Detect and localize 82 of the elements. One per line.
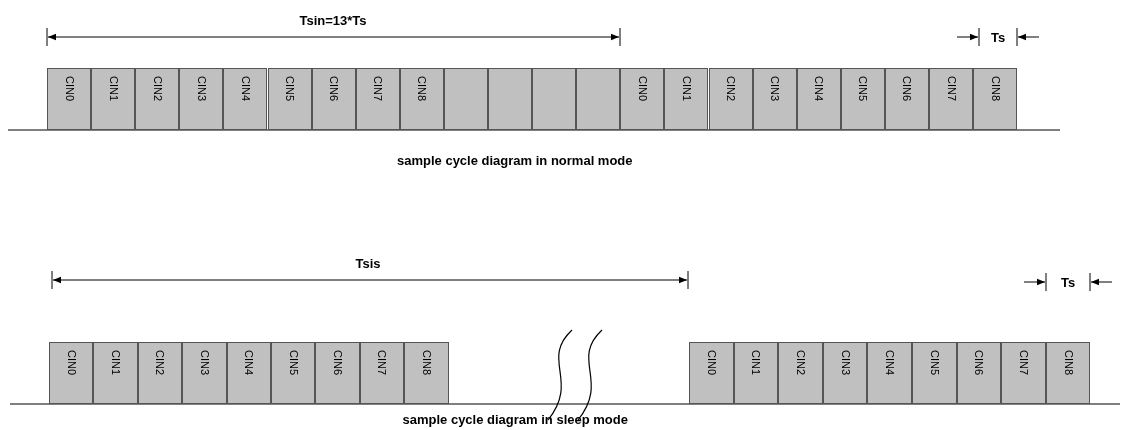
channel-label: CIN3	[198, 350, 210, 376]
sample-slot	[1001, 342, 1046, 404]
channel-label: CIN6	[901, 76, 913, 102]
sample-slot	[973, 68, 1018, 130]
sample-slot	[620, 68, 665, 130]
dimension-label: Tsin=13*Ts	[299, 14, 367, 27]
sample-slot	[49, 342, 94, 404]
sample-slot	[956, 342, 1002, 404]
sample-slot	[664, 68, 709, 130]
sample-slot	[733, 342, 779, 404]
sample-slot	[182, 342, 227, 404]
channel-label: CIN1	[750, 350, 762, 376]
channel-label: CIN0	[63, 76, 75, 102]
channel-label: CIN2	[795, 350, 806, 376]
channel-label: CIN6	[332, 350, 344, 376]
empty-slot	[488, 68, 533, 130]
sample-slot	[929, 68, 974, 130]
sample-slot	[271, 342, 316, 404]
sample-slot	[359, 342, 405, 404]
channel-label: CIN3	[195, 76, 207, 102]
channel-label: CIN8	[420, 350, 432, 376]
channel-label: CIN5	[857, 76, 869, 102]
channel-label: CIN8	[416, 76, 428, 102]
channel-label: CIN6	[328, 76, 340, 102]
sample-slot	[752, 68, 797, 130]
sample-slot	[912, 342, 957, 404]
sample-slot	[404, 342, 449, 404]
channel-label: CIN4	[813, 76, 825, 102]
sample-slot	[884, 68, 929, 130]
channel-label: CIN8	[1062, 350, 1074, 376]
channel-label: CIN3	[769, 76, 781, 102]
channel-label: CIN2	[151, 76, 163, 102]
dimension-label: Ts	[1061, 276, 1076, 289]
sample-slot	[47, 68, 92, 130]
channel-label: CIN2	[725, 76, 737, 102]
sample-slot	[315, 342, 360, 404]
channel-label: CIN7	[945, 76, 957, 102]
caption: sample cycle diagram in normal mode	[397, 154, 633, 167]
dimension-label: Ts	[991, 31, 1006, 44]
sample-slot	[1045, 342, 1091, 404]
sample-slot	[267, 68, 312, 130]
channel-label: CIN1	[107, 76, 119, 102]
sample-slot	[689, 342, 734, 404]
sample-slot	[137, 342, 183, 404]
channel-label: CIN2	[154, 350, 166, 376]
channel-label: CIN5	[287, 350, 299, 376]
sample-slot	[778, 342, 823, 404]
channel-label: CIN0	[705, 350, 717, 376]
sample-slot	[93, 342, 138, 404]
empty-slot	[532, 68, 577, 130]
sample-slot	[179, 68, 224, 130]
channel-label: CIN1	[110, 350, 122, 376]
sample-slot	[399, 68, 444, 130]
caption: sample cycle diagram in sleep mode	[402, 413, 628, 426]
sample-slot	[822, 342, 868, 404]
channel-label: CIN1	[680, 76, 692, 102]
channel-label: CIN4	[884, 350, 896, 376]
sample-slot	[226, 342, 271, 404]
channel-label: CIN7	[376, 350, 388, 376]
channel-label: CIN0	[636, 76, 648, 102]
sample-slot	[867, 342, 912, 404]
dimension-label: Tsis	[355, 257, 381, 270]
sample-slot	[311, 68, 356, 130]
sample-slot	[796, 68, 841, 130]
channel-label: CIN5	[928, 350, 940, 376]
channel-label: CIN7	[372, 76, 384, 102]
channel-label: CIN8	[989, 76, 1001, 102]
channel-label: CIN3	[839, 350, 851, 376]
sample-slot	[223, 68, 268, 130]
sample-slot	[355, 68, 400, 130]
channel-label: CIN5	[284, 76, 296, 102]
empty-slot	[443, 68, 488, 130]
sample-slot	[708, 68, 753, 130]
channel-label: CIN4	[243, 350, 255, 376]
sample-slot	[91, 68, 136, 130]
empty-slot	[576, 68, 621, 130]
channel-label: CIN0	[65, 350, 77, 376]
channel-label: CIN6	[973, 350, 985, 376]
channel-label: CIN7	[1018, 350, 1029, 376]
sample-slot	[840, 68, 885, 130]
sample-slot	[135, 68, 180, 130]
channel-label: CIN4	[239, 76, 251, 102]
